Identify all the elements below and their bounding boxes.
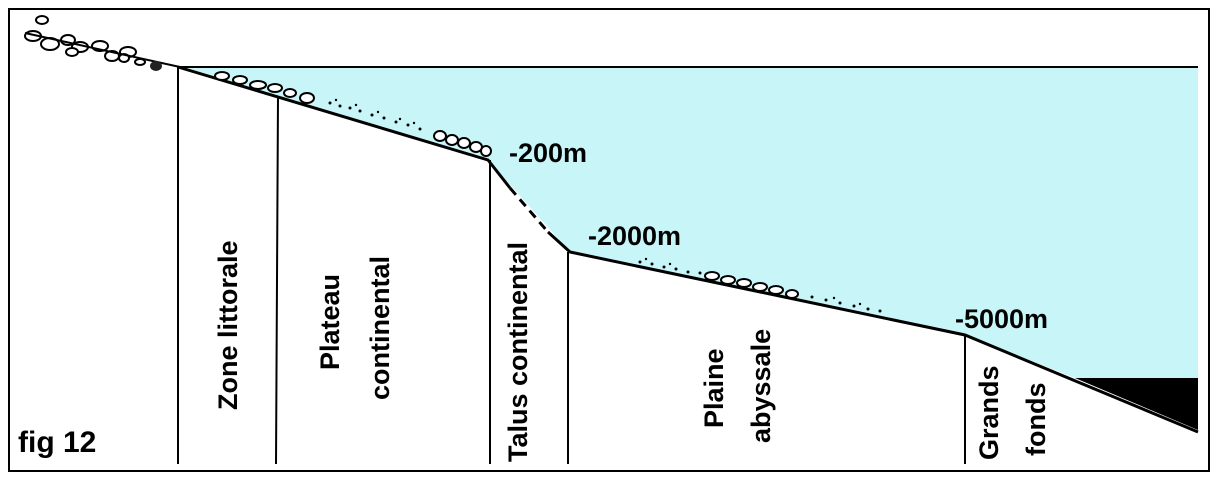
zone-dividers xyxy=(177,67,966,465)
zone-label-littoral: Zone littorale xyxy=(213,240,243,410)
shelf-sediment xyxy=(328,98,422,131)
depth-label-200: -200m xyxy=(509,138,587,168)
depth-label-5000: -5000m xyxy=(955,304,1048,334)
zone-label-plateau-1: Plateau xyxy=(315,274,345,370)
zone-label-plaine-2: abyssale xyxy=(746,329,776,443)
seabed-profile xyxy=(177,65,512,189)
plain-sediment xyxy=(638,257,882,313)
zone-label-talus: Talus continental xyxy=(503,242,533,462)
deep-sediment-wedge xyxy=(1075,378,1198,430)
plain-pebbles xyxy=(704,271,799,299)
ocean-water xyxy=(178,67,1198,430)
figure-number-label: fig 12 xyxy=(18,426,96,459)
zone-label-plateau-2: continental xyxy=(365,256,395,400)
slope-dashed-segment xyxy=(508,187,550,233)
zone-label-plaine-1: Plaine xyxy=(699,348,729,428)
shelf-pebbles xyxy=(214,71,492,157)
zone-label-grands-2: fonds xyxy=(1021,383,1051,457)
coastal-rocks xyxy=(24,15,181,68)
zone-label-grands-1: Grands xyxy=(974,365,1004,460)
dark-pebble xyxy=(150,61,162,71)
seabed-profile-deep xyxy=(546,230,1199,434)
depth-label-2000: -2000m xyxy=(588,221,681,251)
